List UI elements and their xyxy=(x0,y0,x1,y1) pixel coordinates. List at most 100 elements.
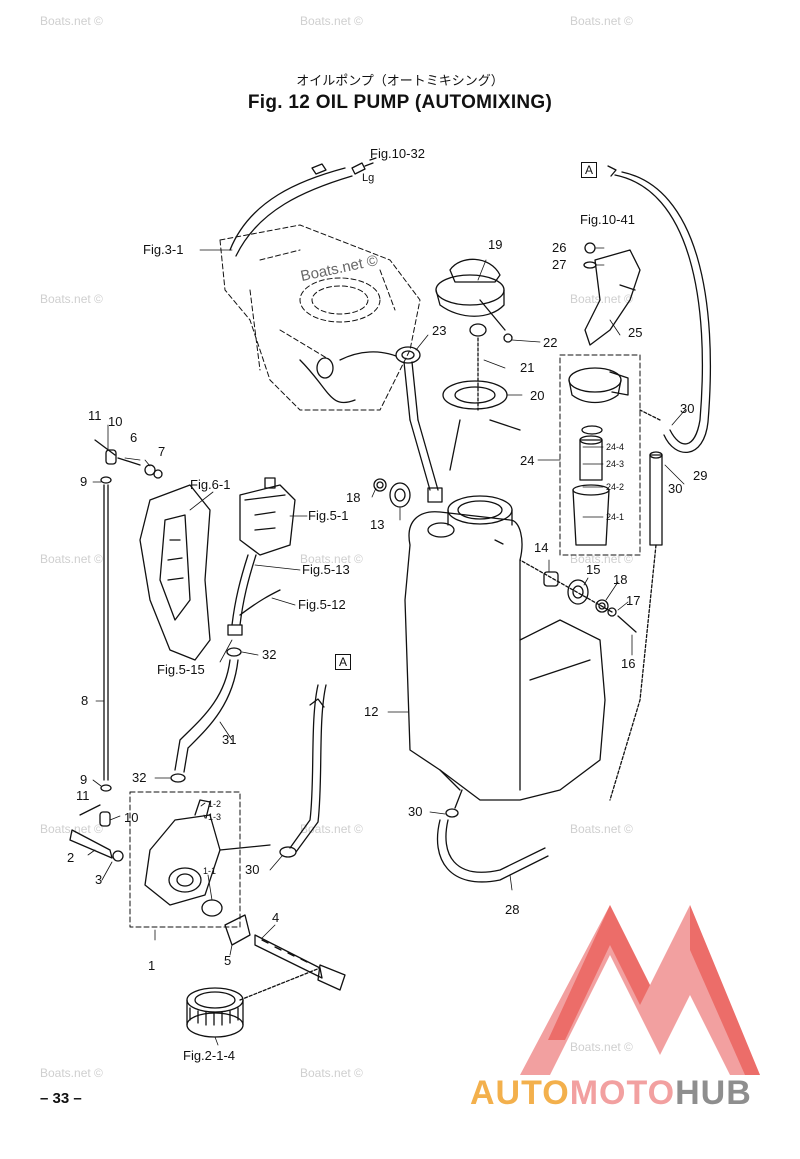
brand-logo-text: AUTOMOTOHUB xyxy=(470,1074,752,1113)
wire-color-lg: Lg xyxy=(362,172,375,184)
drive-shaft xyxy=(224,914,346,1001)
part-23: 23 xyxy=(432,323,447,338)
part-31: 31 xyxy=(222,732,237,747)
part-6: 6 xyxy=(130,430,138,445)
watermark: Boats.net © xyxy=(570,14,633,28)
ref-fig5-15: Fig.5-15 xyxy=(157,662,205,677)
part-3: 3 xyxy=(95,872,103,887)
part-21: 21 xyxy=(520,360,535,375)
part-27: 27 xyxy=(552,257,567,272)
strainer-chain xyxy=(442,323,521,471)
watermark: Boats.net © xyxy=(40,552,103,566)
part-10: 10 xyxy=(124,810,139,825)
watermark: Boats.net © xyxy=(40,14,103,28)
ref-fig10-32: Fig.10-32 xyxy=(370,146,425,161)
part-24-4: 24-4 xyxy=(606,442,625,452)
ref-fig3-1: Fig.3-1 xyxy=(143,242,184,257)
part-28: 28 xyxy=(505,902,520,917)
part-2: 2 xyxy=(67,850,75,865)
part-25: 25 xyxy=(628,325,643,340)
bracket-fig6-1 xyxy=(139,484,211,661)
part-4: 4 xyxy=(272,910,280,925)
watermark: Boats.net © xyxy=(40,822,103,836)
part-9: 9 xyxy=(80,772,88,787)
part-9: 9 xyxy=(80,474,88,489)
page-title: Fig. 12 OIL PUMP (AUTOMIXING) xyxy=(247,92,553,113)
ref-fig5-1: Fig.5-1 xyxy=(308,508,349,523)
carburetor-fig5-1 xyxy=(239,477,296,556)
part-32: 32 xyxy=(262,647,277,662)
part-24-3: 24-3 xyxy=(606,459,625,469)
part-30: 30 xyxy=(408,804,423,819)
logo-part-hub: HUB xyxy=(675,1074,752,1112)
part-30: 30 xyxy=(245,862,260,877)
hose-29 xyxy=(607,165,712,453)
ref-marker-a-top: A xyxy=(581,162,598,178)
part-1-3: 1-3 xyxy=(208,812,222,822)
watermark: Boats.net © xyxy=(300,552,363,566)
part-1: 1 xyxy=(148,958,156,973)
part-32: 32 xyxy=(132,770,147,785)
wire-harness xyxy=(229,157,377,257)
logo-mark xyxy=(520,905,760,1075)
ref-fig5-13: Fig.5-13 xyxy=(302,562,350,577)
ref-fig6-1: Fig.6-1 xyxy=(190,477,231,492)
watermark: Boats.net © xyxy=(570,552,633,566)
ref-fig2-1-4: Fig.2-1-4 xyxy=(183,1048,236,1063)
watermark: Boats.net © xyxy=(40,292,103,306)
part-17: 17 xyxy=(626,593,641,608)
part-18: 18 xyxy=(346,490,361,505)
part-15: 15 xyxy=(586,562,601,577)
oil-level-sender xyxy=(299,346,443,503)
title-japanese: オイルポンプ（オートミキシング） xyxy=(296,74,504,89)
part-13: 13 xyxy=(370,517,385,532)
watermark: Boats.net © xyxy=(300,14,363,28)
part-24-1: 24-1 xyxy=(606,512,625,522)
logo-part-auto: AUTO xyxy=(470,1074,570,1112)
tank-fittings xyxy=(373,478,637,633)
part-16: 16 xyxy=(621,656,636,671)
watermark: Boats.net © xyxy=(570,1040,633,1054)
filter-assembly xyxy=(559,354,641,556)
part-20: 20 xyxy=(530,388,545,403)
hose-31 xyxy=(170,554,281,783)
leader-lines xyxy=(87,247,686,1046)
page-number: – 33 – xyxy=(40,1090,82,1107)
part-24-2: 24-2 xyxy=(606,482,625,492)
part-5: 5 xyxy=(224,953,232,968)
oil-pump-assembly xyxy=(129,791,271,928)
ref-marker-a-mid: A xyxy=(335,654,352,670)
part-24: 24 xyxy=(520,453,535,468)
oil-tank xyxy=(404,495,606,801)
part-11: 11 xyxy=(76,788,90,803)
hose-28 xyxy=(436,451,663,883)
watermark: Boats.net © xyxy=(300,1066,363,1080)
ref-fig10-41: Fig.10-41 xyxy=(580,212,635,227)
watermark: Boats.net © xyxy=(40,1066,103,1080)
filter-bracket xyxy=(583,242,641,346)
part-1-1: 1-1 xyxy=(203,866,217,876)
part-19: 19 xyxy=(488,237,503,252)
part-22: 22 xyxy=(543,335,558,350)
engine-block-ghost xyxy=(219,224,421,411)
part-8: 8 xyxy=(81,693,89,708)
part-18: 18 xyxy=(613,572,628,587)
oil-tank-cap xyxy=(435,258,513,343)
part-14: 14 xyxy=(534,540,549,555)
drive-gear xyxy=(186,987,244,1038)
part-10: 10 xyxy=(108,414,123,429)
part-11: 11 xyxy=(88,408,102,423)
watermark: Boats.net © xyxy=(570,292,633,306)
ref-fig5-12: Fig.5-12 xyxy=(298,597,346,612)
part-26: 26 xyxy=(552,240,567,255)
control-rod xyxy=(69,439,163,862)
part-1-2: 1-2 xyxy=(208,799,222,809)
part-12: 12 xyxy=(364,704,379,719)
part-7: 7 xyxy=(158,444,166,459)
part-29: 29 xyxy=(693,468,708,483)
watermark: Boats.net © xyxy=(570,822,633,836)
hose-30-mid xyxy=(279,684,327,858)
logo-part-moto: MOTO xyxy=(569,1074,676,1112)
part-30: 30 xyxy=(668,481,683,496)
